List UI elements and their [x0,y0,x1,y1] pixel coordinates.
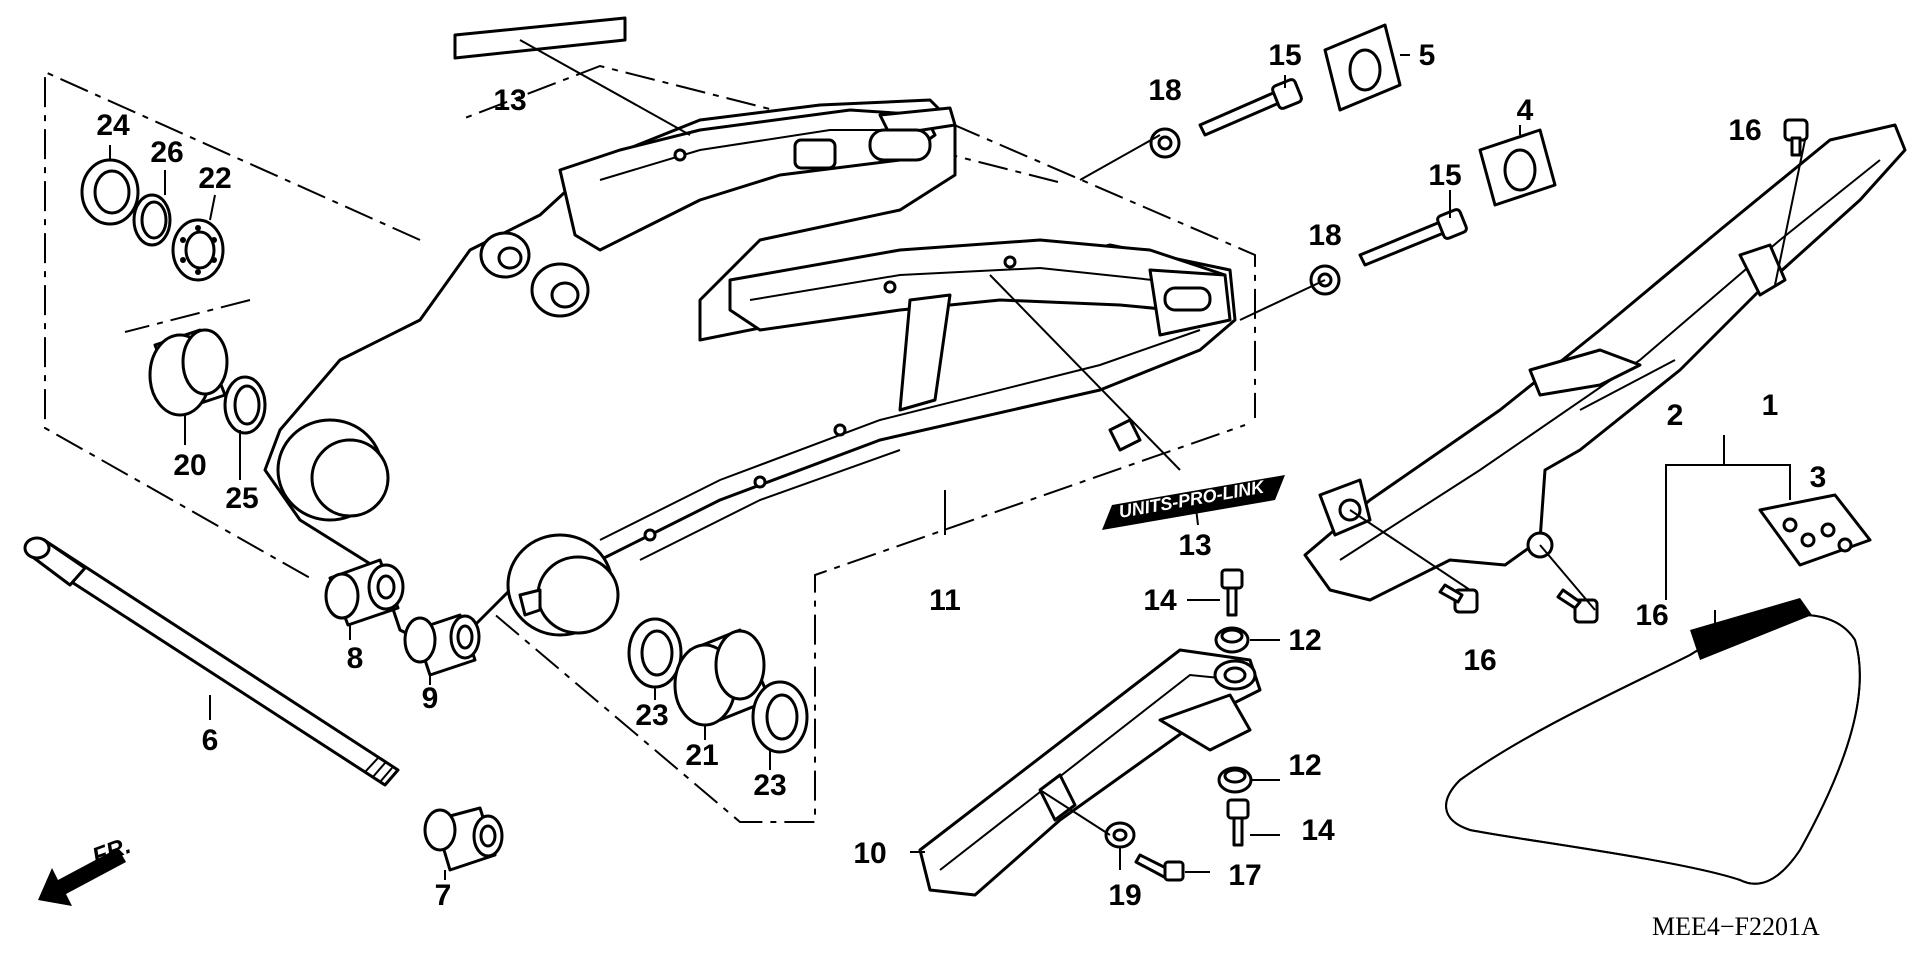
label-26: 26 [150,136,183,169]
label-22: 22 [198,162,231,195]
sticker-text: UNITS-PRO-LINK [1117,476,1267,522]
label-16-right: 16 [1635,599,1668,632]
front-arrow: FR. [38,832,134,906]
label-16-top: 16 [1728,114,1761,147]
pivot-parts-bottom [627,617,809,754]
label-11: 11 [929,584,961,617]
label-19: 19 [1108,879,1141,912]
label-8: 8 [347,642,364,675]
sticker-decal: UNITS-PRO-LINK [1102,475,1285,530]
swingarm [263,98,1237,647]
label-17: 17 [1228,859,1261,892]
label-23-right: 23 [753,769,786,802]
drive-chain [1445,493,1872,885]
front-label: FR. [89,832,135,871]
leader-lines [109,39,1806,880]
callout-labels: 1 2 3 4 5 6 7 8 9 10 11 12 12 13 13 14 1… [96,39,1826,912]
label-16-left: 16 [1463,644,1496,677]
label-25: 25 [225,482,258,515]
axle-adjusters [1149,23,1557,296]
label-24: 24 [96,109,130,142]
label-13-bottom: 13 [1178,529,1211,562]
chain-slider [918,568,1262,897]
label-20: 20 [173,449,206,482]
label-9: 9 [422,682,439,715]
label-1: 1 [1762,389,1779,422]
label-7: 7 [435,879,452,912]
label-15-lower: 15 [1428,159,1461,192]
label-3: 3 [1810,461,1827,494]
pivot-parts-left [23,158,504,872]
label-18-upper: 18 [1148,74,1181,107]
sticker-top [453,16,627,60]
label-23-left: 23 [635,699,668,732]
label-10: 10 [853,837,886,870]
label-5: 5 [1419,39,1436,72]
label-18-lower: 18 [1308,219,1341,252]
label-4: 4 [1517,94,1534,127]
label-2: 2 [1667,399,1684,432]
diagram-code: MEE4−F2201A [1652,912,1820,941]
label-21: 21 [685,739,718,772]
label-6: 6 [202,724,219,757]
label-12-upper: 12 [1288,624,1321,657]
label-13-top: 13 [493,84,526,117]
label-14-upper: 14 [1143,584,1177,617]
label-14-lower: 14 [1301,814,1335,847]
label-12-lower: 12 [1288,749,1321,782]
label-15-upper: 15 [1268,39,1301,72]
